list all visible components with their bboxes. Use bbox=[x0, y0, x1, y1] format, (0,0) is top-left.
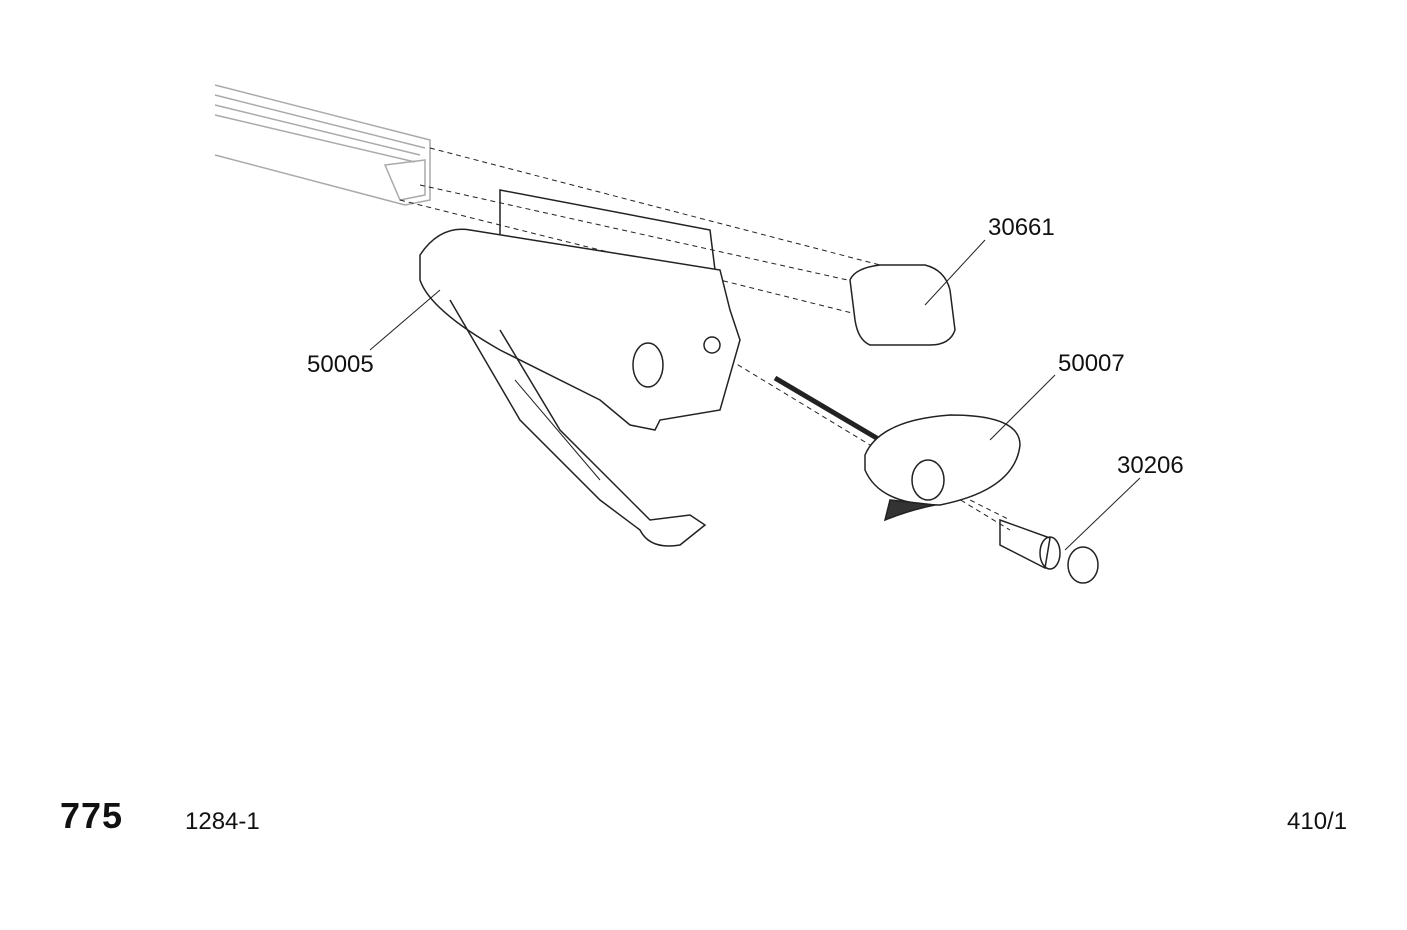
load-bar bbox=[214, 84, 431, 206]
part-label-50007: 50007 bbox=[1058, 350, 1125, 377]
foot-50005 bbox=[419, 189, 741, 547]
knob-50007 bbox=[773, 375, 1021, 522]
lock-30206 bbox=[999, 518, 1099, 584]
page-number: 410/1 bbox=[1287, 808, 1348, 835]
diagram-code: 1284-1 bbox=[185, 808, 260, 835]
part-label-30206: 30206 bbox=[1117, 452, 1184, 479]
leader-lines bbox=[369, 239, 1141, 551]
part-label-30661: 30661 bbox=[988, 214, 1055, 241]
model-number: 775 bbox=[60, 795, 124, 836]
part-label-50005: 50005 bbox=[307, 351, 374, 378]
end-cap-30661 bbox=[849, 264, 956, 346]
